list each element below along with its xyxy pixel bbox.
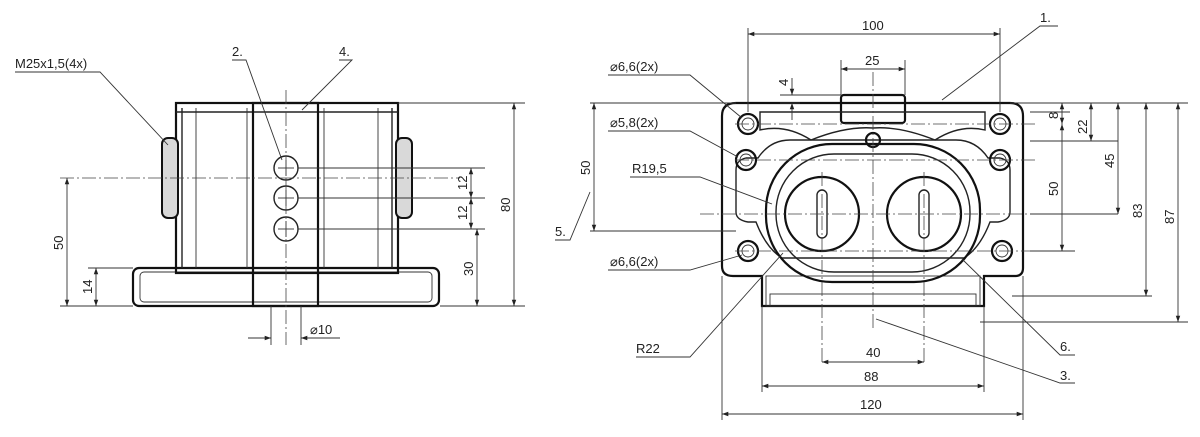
- thread-label: M25x1,5(4x): [15, 56, 87, 71]
- dim-80: 80: [498, 198, 513, 212]
- dim-12-upper: 12: [455, 176, 470, 190]
- hole-dia58-label: ⌀5,8(2x): [610, 115, 658, 130]
- dim-120: 120: [860, 397, 882, 412]
- hole-dia66-top-label: ⌀6,6(2x): [610, 59, 658, 74]
- right-front-view: 1. 100 25 4 ⌀6,6(2x) ⌀5,8(2x) R19,5 ⌀6,6…: [555, 10, 1188, 420]
- dim-22: 22: [1075, 120, 1090, 134]
- dim-100: 100: [862, 18, 884, 33]
- hole-dia66-bottom-label: ⌀6,6(2x): [610, 254, 658, 269]
- dim-30: 30: [461, 262, 476, 276]
- radius-195-label: R19,5: [632, 161, 667, 176]
- callout-6: 6.: [1060, 339, 1071, 354]
- dim-8: 8: [1046, 112, 1061, 119]
- callout-3: 3.: [1060, 368, 1071, 383]
- dim-25: 25: [865, 53, 879, 68]
- callout-1: 1.: [1040, 10, 1051, 25]
- dim-14: 14: [80, 280, 95, 294]
- dim-45: 45: [1102, 154, 1117, 168]
- dim-50-front-right: 50: [1046, 182, 1061, 196]
- mounting-holes: [734, 112, 1014, 263]
- dim-4: 4: [776, 79, 791, 86]
- dim-88: 88: [864, 369, 878, 384]
- left-side-view: M25x1,5(4x) 2. 4. 12 12 30 80 50 14 ⌀10: [15, 44, 525, 345]
- radius-22-label: R22: [636, 341, 660, 356]
- dim-50-left: 50: [51, 236, 66, 250]
- dim-83: 83: [1130, 204, 1145, 218]
- dim-dia10: ⌀10: [310, 322, 332, 337]
- dim-40: 40: [866, 345, 880, 360]
- dim-87: 87: [1162, 210, 1177, 224]
- dim-12-lower: 12: [455, 206, 470, 220]
- callout-2: 2.: [232, 44, 243, 59]
- callout-5: 5.: [555, 224, 566, 239]
- callout-4: 4.: [339, 44, 350, 59]
- dim-50-front-left: 50: [578, 161, 593, 175]
